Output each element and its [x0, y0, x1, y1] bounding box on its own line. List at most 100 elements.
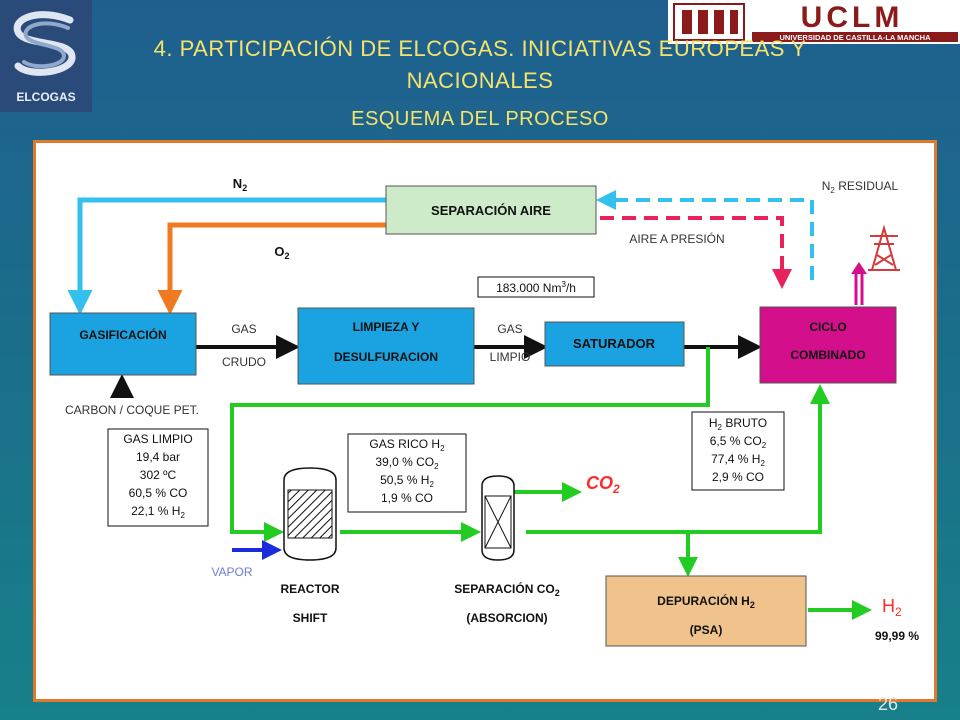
reactor-label-1: REACTOR	[280, 582, 339, 596]
power-tower-icon	[868, 224, 900, 271]
clean-gas-branch-line	[230, 347, 710, 542]
n2-residual-label-sub: 2	[830, 186, 835, 195]
h2-bruto-info-line1-sub: 2	[718, 423, 723, 432]
h2-purification-box	[605, 575, 807, 647]
n2-flow-line	[67, 197, 386, 315]
slide-title-line1: 4. PARTICIPACIÓN DE ELCOGAS. INICIATIVAS…	[153, 36, 807, 61]
gas-rico-info-line3: 50,5 % H	[380, 473, 429, 487]
page-number: 26	[877, 694, 898, 714]
saturator-label: SATURADOR	[573, 336, 656, 351]
h2-bruto-info-line2-sub: 2	[762, 441, 767, 450]
cleaning-box	[297, 307, 475, 385]
cleaning-label-2: DESULFURACION	[334, 350, 438, 364]
gas-rico-info-line3-sub: 2	[429, 480, 434, 489]
gas-rico-info-line4: 1,9 % CO	[381, 491, 433, 505]
gas-rico-info-box	[347, 433, 467, 513]
h2-purification-label-2: (PSA)	[690, 623, 723, 637]
h2-bruto-info-line3: 77,4 % H	[711, 452, 760, 466]
n2-label-sub: 2	[242, 183, 247, 193]
n2-label: N	[233, 176, 242, 191]
air-separation-box	[385, 185, 597, 235]
gas-crudo-label-2: CRUDO	[222, 355, 266, 369]
svg-text:183.000 Nm3/h: 183.000 Nm3/h	[496, 280, 576, 295]
uclm-name: UCLM	[801, 1, 904, 34]
h2-purity-label: 99,99 %	[875, 629, 919, 643]
gas-rico-info-line2: 39,0 % CO	[375, 455, 434, 469]
air-separation-label: SEPARACIÓN AIRE	[431, 203, 551, 218]
gasification-label: GASIFICACIÓN	[79, 327, 166, 342]
h2-bruto-info-line1-post: BRUTO	[722, 416, 767, 430]
co2-product-label: CO	[586, 473, 613, 493]
power-output-arrow	[851, 262, 867, 274]
gas-limpio-info-line3: 302 ºC	[140, 468, 177, 482]
svg-text:DEPURACIÓN H2: DEPURACIÓN H2	[657, 593, 755, 610]
svg-text:H2: H2	[882, 596, 902, 619]
combined-cycle-label-1: CICLO	[809, 320, 846, 334]
h2-bruto-info-line1: H	[709, 416, 718, 430]
vapor-label: VAPOR	[211, 565, 252, 579]
air-pressure-line	[600, 216, 792, 289]
svg-text:SEPARACIÓN CO2: SEPARACIÓN CO2	[454, 581, 559, 598]
elcogas-logo-text: ELCOGAS	[16, 90, 75, 104]
flow-rate-box	[477, 276, 595, 298]
h2-purification-label-sub: 2	[750, 600, 755, 610]
h2-purification-label-1: DEPURACIÓN H	[657, 593, 750, 608]
svg-text:N2 RESIDUAL: N2 RESIDUAL	[822, 179, 899, 195]
h2-product-label: H	[882, 596, 895, 616]
n2-residual-label-post: RESIDUAL	[835, 179, 899, 193]
svg-text:O2: O2	[274, 244, 289, 261]
gas-rico-info-line2-sub: 2	[434, 462, 439, 471]
h2-bruto-info-line4: 2,9 % CO	[712, 470, 764, 484]
feed-label: CARBON / COQUE PET.	[65, 403, 199, 417]
co2-product-label-sub: 2	[612, 482, 620, 496]
h2-product-label-sub: 2	[895, 605, 902, 619]
co2-sep-label-sub: 2	[555, 588, 560, 598]
combined-cycle-box	[759, 306, 897, 384]
uclm-fullname: UNIVERSIDAD DE CASTILLA-LA MANCHA	[780, 33, 932, 42]
slide-title-line2: NACIONALES	[406, 68, 554, 93]
flow-rate-sup: 3	[561, 280, 566, 289]
air-pressure-label: AIRE A PRESIÓN	[629, 231, 724, 246]
elcogas-logo: ELCOGAS	[0, 0, 92, 112]
gas-limpio-info-box	[107, 428, 209, 527]
svg-text:GAS RICO H2: GAS RICO H2	[369, 437, 445, 453]
gas-limpio-info-line5-sub: 2	[180, 511, 185, 520]
co2-sep-label-1: SEPARACIÓN CO	[454, 581, 554, 596]
h2-bruto-info-box	[691, 411, 785, 491]
co2-absorber-vessel	[481, 475, 515, 561]
n2-residual-label: N	[822, 179, 831, 193]
slide-subtitle: ESQUEMA DEL PROCESO	[351, 108, 609, 130]
flow-rate-unit: /h	[566, 281, 576, 295]
gas-rico-info-line1: GAS RICO H	[369, 437, 440, 451]
n2-residual-line	[596, 190, 814, 280]
svg-text:H2 BRUTO: H2 BRUTO	[709, 416, 767, 432]
gas-crudo-label-1: GAS	[231, 322, 256, 336]
svg-text:39,0 % CO2: 39,0 % CO2	[375, 455, 439, 471]
svg-text:50,5 % H2: 50,5 % H2	[380, 473, 434, 489]
shift-reactor-vessel	[283, 467, 337, 561]
svg-text:22,1 % H2: 22,1 % H2	[131, 504, 185, 520]
svg-text:CO2: CO2	[586, 473, 620, 496]
gas-limpio-info-line5: 22,1 % H	[131, 504, 180, 518]
o2-flow-line	[157, 222, 386, 315]
reactor-label-2: SHIFT	[293, 611, 328, 625]
flow-rate-label: 183.000 Nm	[496, 281, 561, 295]
gas-limpio-info-line4: 60,5 % CO	[129, 486, 188, 500]
h2-bruto-info-line2: 6,5 % CO	[710, 434, 762, 448]
o2-label-sub: 2	[285, 251, 290, 261]
o2-label: O	[274, 244, 284, 259]
svg-text:6,5 % CO2: 6,5 % CO2	[710, 434, 767, 450]
h2-bruto-info-line3-sub: 2	[760, 459, 765, 468]
uclm-crest-icon	[673, 3, 745, 41]
h2-bruto-line	[526, 384, 830, 534]
saturator-box	[544, 321, 685, 367]
gas-limpio-label-2: LIMPIO	[490, 350, 531, 364]
gas-limpio-info-line1: GAS LIMPIO	[123, 432, 192, 446]
combined-cycle-label-2: COMBINADO	[790, 348, 865, 362]
uclm-logo: UCLM UNIVERSIDAD DE CASTILLA-LA MANCHA	[668, 0, 960, 44]
gas-limpio-label-1: GAS	[497, 322, 522, 336]
co2-sep-label-2: (ABSORCION)	[466, 611, 547, 625]
svg-text:N2: N2	[233, 176, 247, 193]
gasification-box	[49, 312, 197, 376]
